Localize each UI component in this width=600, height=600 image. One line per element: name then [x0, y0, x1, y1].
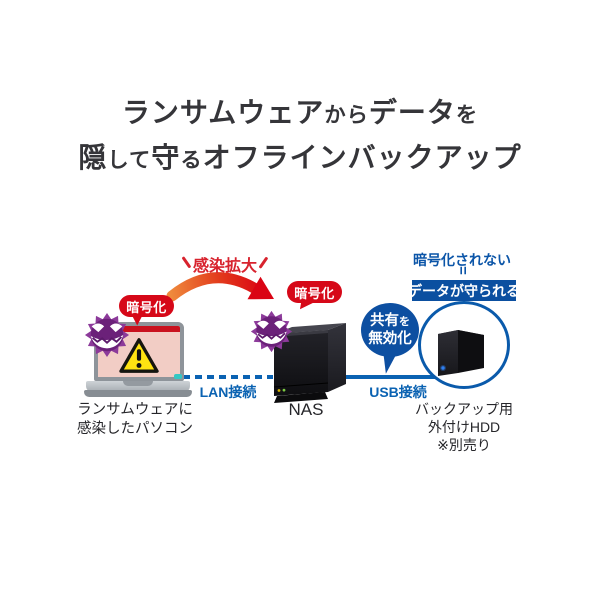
emphasis-slash-right-icon: [258, 255, 269, 269]
share-disable-line1: 共有を: [369, 312, 411, 329]
laptop-caption-line2: 感染したパソコン: [77, 421, 193, 437]
warning-icon: [119, 337, 159, 373]
equals-symbol: =: [398, 262, 526, 280]
infection-spread-text: 感染拡大: [192, 258, 257, 275]
hdd-caption-line2: 外付けHDD: [427, 419, 501, 435]
hdd-caption-line3: ※別売り: [437, 437, 491, 453]
virus-icon: [250, 310, 293, 353]
encryption-bubble-laptop: 暗号化: [119, 295, 174, 317]
laptop-caption-line1: ランサムウェアに: [77, 402, 193, 418]
laptop-power-led: [174, 374, 182, 379]
nas-caption: NAS: [288, 400, 324, 419]
nas-device: [273, 323, 346, 403]
usb-solid-line: [344, 375, 436, 379]
share-disable-line2: 無効化: [368, 330, 412, 347]
page-title-line2: 隠して守るオフラインバックアップ: [78, 142, 522, 173]
hdd-caption-line1: バックアップ用: [415, 401, 513, 417]
laptop-screen-titlebar: [98, 326, 180, 332]
encryption-bubble-nas-text: 暗号化: [294, 285, 335, 301]
share-disable-bubble: 共有を 無効化: [361, 303, 419, 357]
emphasis-slash-left-icon: [181, 255, 192, 269]
laptop-keyboard-base: [86, 381, 190, 392]
equals-symbol-text: =: [453, 266, 471, 275]
page-title-line1: ランサムウェアからデータを: [121, 97, 479, 128]
lan-dashed-line: [183, 375, 273, 379]
external-hdd-device: [438, 330, 484, 376]
data-protected-badge: データが守られる: [408, 280, 520, 301]
laptop-screen-body: [98, 332, 180, 377]
encryption-bubble-nas: 暗号化: [287, 281, 342, 303]
infection-spread-label: 感染拡大: [172, 252, 278, 276]
laptop-touchpad-notch: [123, 381, 153, 386]
hdd-caption: バックアップ用 外付けHDD ※別売り: [404, 400, 524, 454]
not-encrypted-label: 暗号化されない: [413, 252, 511, 268]
encryption-bubble-laptop-text: 暗号化: [126, 299, 167, 315]
laptop-caption: ランサムウェアに 感染したパソコン: [70, 401, 200, 439]
infection-arrow-icon: [166, 272, 274, 302]
usb-connection-label: USB接続: [369, 384, 427, 400]
virus-icon: [84, 312, 130, 358]
lan-connection-label: LAN接続: [199, 384, 257, 400]
laptop-bottom-edge: [84, 390, 192, 397]
